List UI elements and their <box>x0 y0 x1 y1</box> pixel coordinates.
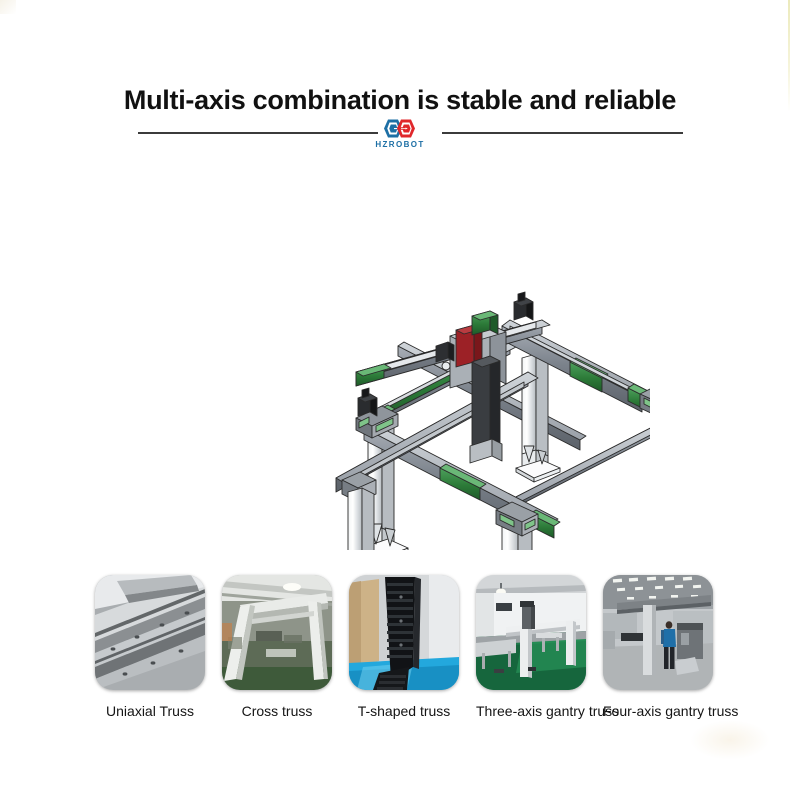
gallery-thumbnail[interactable] <box>476 575 586 690</box>
gallery-thumbnail[interactable] <box>95 575 205 690</box>
gallery-item[interactable]: Cross truss <box>222 575 332 720</box>
hexagon-arrow-logo-icon <box>384 119 415 138</box>
gantry-diagram <box>150 150 650 550</box>
gantry-robot-diagram-icon <box>335 291 650 550</box>
page-corner-tint <box>0 0 16 14</box>
t-shaped-truss-photo-icon <box>349 575 459 690</box>
gallery-thumbnail[interactable] <box>222 575 332 690</box>
gallery-item-label: Cross truss <box>241 703 313 719</box>
gallery-item-label: Four-axis gantry truss <box>603 703 739 719</box>
three-axis-gantry-truss-photo-icon <box>476 575 586 690</box>
divider-rule-right <box>442 132 683 134</box>
cross-truss-photo-icon <box>222 575 332 690</box>
gallery-item[interactable]: Four-axis gantry truss <box>603 575 739 720</box>
gallery-item-label: Uniaxial Truss <box>106 703 194 719</box>
page-header: Multi-axis combination is stable and rel… <box>0 84 800 156</box>
page-edge-tint <box>788 0 790 112</box>
gallery-item[interactable]: Three-axis gantry truss <box>476 575 620 720</box>
gallery-item[interactable]: T-shaped truss <box>349 575 459 720</box>
page-bottom-tint <box>690 720 770 760</box>
gallery-item[interactable]: Uniaxial Truss <box>95 575 205 720</box>
page-title: Multi-axis combination is stable and rel… <box>123 85 677 115</box>
gallery-thumbnail[interactable] <box>349 575 459 690</box>
divider-rule-left <box>138 132 378 134</box>
gallery-strip: Uniaxial Truss <box>95 575 739 720</box>
gallery-item-label: T-shaped truss <box>357 703 451 719</box>
title-divider-row: HZROBOT <box>0 119 800 156</box>
four-axis-gantry-truss-photo-icon <box>603 575 713 690</box>
gallery-item-label: Three-axis gantry truss <box>476 703 620 719</box>
brand-name: HZROBOT <box>375 140 425 149</box>
uniaxial-truss-photo-icon <box>95 575 205 690</box>
brand-lockup: HZROBOT <box>340 118 460 149</box>
gallery-thumbnail[interactable] <box>603 575 713 690</box>
